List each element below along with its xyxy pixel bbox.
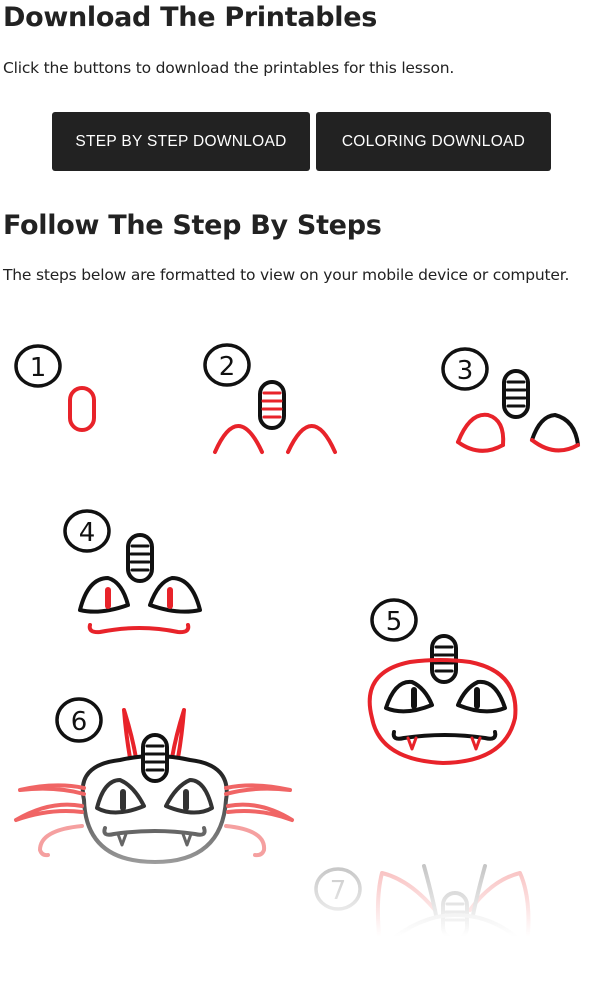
step-2: 2: [203, 343, 337, 454]
step-5: 5: [367, 598, 518, 765]
download-description: Click the buttons to download the printa…: [3, 59, 455, 77]
coloring-download-button[interactable]: COLORING DOWNLOAD: [316, 112, 551, 171]
steps-description: The steps below are formatted to view on…: [3, 266, 570, 284]
step-number: 5: [386, 607, 403, 637]
step-number: 1: [30, 353, 47, 383]
step-6: 6: [14, 697, 294, 864]
step-by-step-download-button[interactable]: STEP BY STEP DOWNLOAD: [52, 112, 310, 171]
step-number: 4: [79, 518, 96, 548]
image-fade-overlay: [0, 860, 600, 983]
step-number: 2: [219, 352, 236, 382]
step-1: 1: [14, 344, 96, 432]
steps-heading: Follow The Step By Steps: [3, 210, 382, 241]
step-4: 4: [63, 509, 202, 635]
whiskers: [14, 783, 294, 858]
download-heading: Download The Printables: [3, 2, 378, 33]
step-number-circle-icon: [14, 344, 62, 388]
step-number: 3: [457, 356, 474, 386]
step-3: 3: [441, 347, 580, 453]
step-number: 6: [71, 707, 88, 737]
